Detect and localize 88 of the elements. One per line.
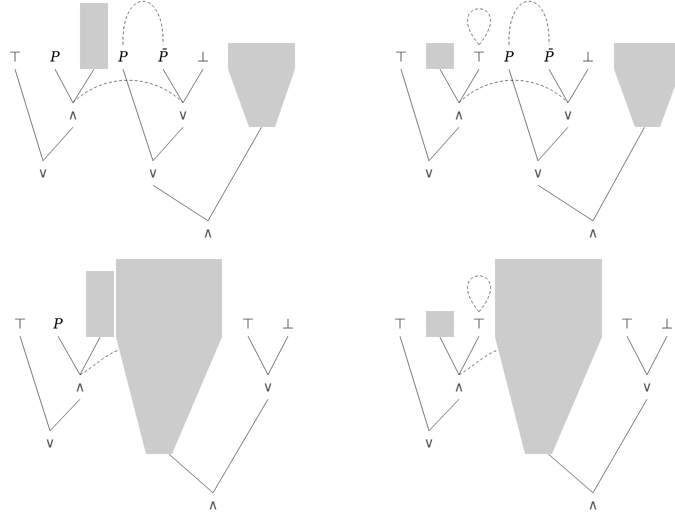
logic-symbol: ∨ [534,169,542,178]
connector-line [538,126,568,162]
logic-symbol: ⊤ [15,318,25,328]
logic-symbol: ∨ [564,111,572,120]
connector-line [162,68,184,104]
filled-box [426,43,454,69]
variable-symbol: P̄ [158,48,168,62]
funnel-shape [495,259,602,454]
logic-symbol: ∧ [76,383,84,392]
dashed-curve [122,1,164,46]
logic-symbol: ⊥ [198,52,208,62]
funnel-shape [614,43,675,127]
connector-line [54,68,74,104]
logic-symbol: ∨ [180,111,186,120]
variable-symbol: P̄ [544,48,554,62]
connector-line [72,68,94,104]
connector-line [20,336,50,432]
connector-line [400,68,430,162]
connector-line [626,336,648,376]
filled-box [86,271,114,337]
dashed-curve [80,350,118,376]
connector-line [592,398,648,494]
connector-line [80,336,100,376]
connector-line [50,398,80,432]
connector-line [538,184,594,222]
logic-symbol: ⊥ [283,318,293,328]
connector-line [208,126,262,222]
connector-line [182,68,204,104]
connector-line [568,68,588,104]
connector-line [548,454,594,494]
logic-symbol: ⊥ [662,318,672,328]
connector-line [646,336,668,376]
logic-symbol: ⊤ [396,52,406,62]
logic-symbol: ∨ [426,169,432,178]
connector-line [458,68,480,104]
logic-symbol: ∧ [590,501,596,510]
logic-symbol: ⊤ [474,318,484,328]
logic-symbol: ⊤ [395,318,405,328]
logic-symbol: ∨ [40,169,46,178]
logic-symbol: ⊤ [474,52,484,62]
logic-symbol: ∧ [456,111,462,120]
variable-symbol: P [118,51,128,62]
dashed-curve [72,80,184,104]
connector-line [14,68,44,162]
connector-line [428,398,460,432]
logic-symbol: ⊤ [243,318,253,328]
variable-symbol: P [50,51,60,62]
connector-line [400,336,430,432]
connector-line [440,68,460,104]
logic-symbol: ∨ [150,169,156,178]
logic-symbol: ⊤ [622,318,632,328]
connector-line [440,336,460,376]
connector-line [152,126,184,162]
logic-symbol: ∨ [264,383,272,392]
dashed-curve [458,80,568,104]
connector-line [122,68,154,162]
logic-symbol: ∧ [456,383,462,392]
logic-symbol: ⊥ [583,52,593,62]
filled-box [80,3,108,69]
connector-line [428,126,460,162]
connector-line [42,126,74,162]
logic-symbol: ∨ [644,383,650,392]
connector-line [168,454,214,494]
logic-symbol: ∧ [70,111,76,120]
logic-symbol: ∧ [210,501,216,510]
funnel-shape [116,259,222,454]
funnel-shape [228,43,295,127]
dashed-curve [508,1,550,46]
logic-symbol: ⊤ [10,52,20,62]
connector-line [592,126,645,222]
connector-line [212,398,268,494]
connector-line [152,184,208,222]
connector-line [58,336,80,376]
connector-line [268,336,288,376]
logic-symbol: ∧ [590,229,596,238]
connector-line [548,68,568,104]
connector-line [248,336,268,376]
logic-symbol: ∨ [46,439,54,448]
dashed-curve [458,350,498,376]
logic-symbol: ∧ [204,229,212,238]
dashed-curve [468,276,490,312]
filled-box [426,311,454,337]
logic-symbol: ∨ [426,439,432,448]
variable-symbol: P [504,51,514,62]
connector-line [508,68,538,162]
variable-symbol: P [53,318,63,328]
connector-line [458,336,480,376]
dashed-curve [468,8,490,46]
